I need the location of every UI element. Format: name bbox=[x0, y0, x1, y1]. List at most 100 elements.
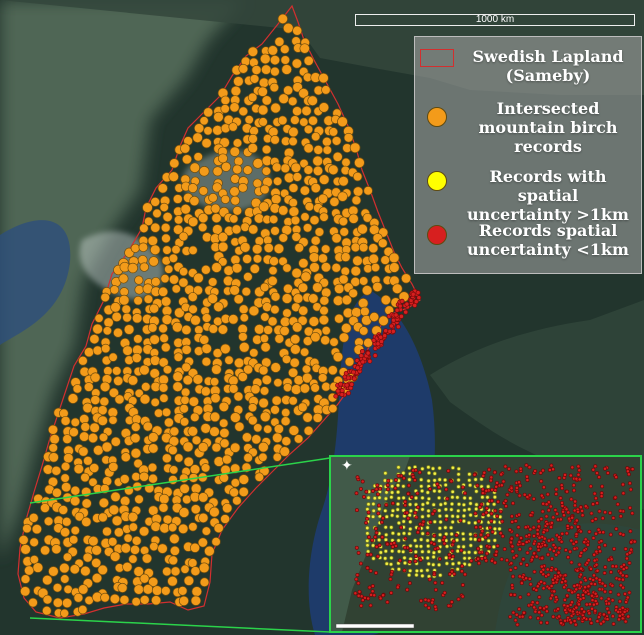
mountain-birch-record bbox=[280, 44, 290, 54]
inset-yellow-record bbox=[402, 555, 407, 560]
mountain-birch-record bbox=[350, 265, 362, 277]
inset-red-record bbox=[500, 519, 505, 524]
inset-red-record bbox=[612, 546, 617, 551]
mountain-birch-record bbox=[52, 583, 63, 593]
mountain-birch-record bbox=[280, 55, 291, 65]
inset-red-record bbox=[376, 511, 381, 516]
inset-yellow-record bbox=[420, 502, 425, 507]
mountain-birch-record bbox=[329, 337, 339, 347]
mountain-birch-record bbox=[229, 285, 240, 296]
mountain-birch-record bbox=[149, 244, 161, 256]
mountain-birch-record bbox=[128, 554, 138, 564]
mountain-birch-record bbox=[119, 474, 130, 485]
inset-yellow-record bbox=[396, 520, 401, 526]
mountain-birch-record bbox=[302, 372, 313, 384]
inset-red-record bbox=[510, 583, 515, 588]
inset-yellow-record bbox=[419, 484, 424, 489]
inset-red-record bbox=[395, 585, 400, 590]
mountain-birch-record bbox=[159, 393, 169, 403]
mountain-birch-record bbox=[200, 463, 211, 473]
mountain-birch-record bbox=[348, 288, 358, 299]
inset-red-record bbox=[528, 582, 533, 587]
mountain-birch-record bbox=[248, 305, 260, 317]
inset-yellow-record bbox=[419, 568, 424, 573]
inset-red-record bbox=[369, 592, 374, 597]
inset-red-record bbox=[365, 552, 370, 557]
mountain-birch-record bbox=[298, 305, 309, 316]
inset-red-record bbox=[500, 534, 505, 539]
mountain-birch-record bbox=[297, 402, 308, 413]
mountain-birch-record bbox=[292, 106, 303, 117]
inset-map[interactable]: ✦ bbox=[329, 455, 642, 633]
inset-yellow-record bbox=[474, 502, 479, 507]
inset-red-record bbox=[592, 491, 597, 496]
mountain-birch-record bbox=[334, 313, 344, 324]
mountain-birch-record bbox=[319, 212, 329, 222]
mountain-birch-record bbox=[173, 352, 184, 362]
mountain-birch-record bbox=[83, 347, 95, 358]
inset-red-record bbox=[530, 600, 535, 605]
inset-red-record bbox=[354, 577, 359, 582]
mountain-birch-record bbox=[281, 354, 292, 364]
inset-red-record bbox=[368, 603, 373, 608]
inset-red-record bbox=[592, 558, 597, 563]
inset-red-record bbox=[550, 593, 555, 598]
inset-yellow-record bbox=[420, 573, 425, 578]
inset-red-record bbox=[541, 530, 546, 535]
mountain-birch-record bbox=[83, 382, 94, 392]
mountain-birch-record bbox=[191, 435, 202, 446]
inset-yellow-record bbox=[437, 477, 442, 482]
inset-border bbox=[329, 455, 642, 633]
mountain-birch-record bbox=[209, 426, 220, 437]
mountain-birch-record bbox=[278, 205, 289, 216]
mountain-birch-record bbox=[317, 253, 328, 264]
inset-red-record bbox=[600, 581, 605, 586]
inset-red-record bbox=[405, 587, 410, 592]
inset-red-record bbox=[401, 476, 406, 481]
inset-red-record bbox=[412, 478, 417, 483]
inset-red-record bbox=[488, 525, 493, 530]
inset-red-record bbox=[402, 568, 407, 573]
inset-yellow-record bbox=[396, 532, 401, 537]
mountain-birch-record bbox=[229, 487, 239, 498]
mountain-birch-record bbox=[98, 497, 110, 509]
mountain-birch-record bbox=[229, 146, 240, 157]
inset-red-record bbox=[539, 579, 544, 584]
mountain-birch-record bbox=[233, 76, 244, 87]
inset-red-record bbox=[481, 473, 486, 478]
inset-red-record bbox=[621, 567, 626, 572]
mountain-birch-record bbox=[132, 313, 143, 324]
inset-red-record bbox=[628, 505, 633, 510]
mountain-birch-record bbox=[40, 545, 51, 556]
mountain-birch-record bbox=[177, 586, 188, 596]
inset-red-record bbox=[618, 571, 623, 576]
mountain-birch-record bbox=[309, 215, 320, 226]
mountain-birch-record bbox=[340, 266, 350, 276]
inset-yellow-record bbox=[365, 538, 370, 543]
mountain-birch-record bbox=[341, 157, 351, 168]
mountain-birch-record bbox=[273, 378, 283, 388]
mountain-birch-record bbox=[197, 222, 208, 233]
mountain-birch-record bbox=[321, 287, 332, 298]
inset-red-record bbox=[587, 611, 592, 616]
mountain-birch-record bbox=[123, 533, 133, 543]
mountain-birch-record bbox=[380, 294, 392, 306]
inset-yellow-record bbox=[426, 513, 431, 518]
inset-red-record bbox=[565, 593, 570, 598]
inset-yellow-record bbox=[413, 549, 418, 554]
mountain-birch-record bbox=[180, 395, 190, 405]
inset-red-record bbox=[499, 483, 504, 488]
inset-yellow-record bbox=[443, 507, 448, 512]
mountain-birch-record bbox=[100, 292, 110, 303]
spatial-uncertainty-under-1km-record bbox=[333, 393, 339, 399]
inset-red-record bbox=[594, 576, 599, 581]
mountain-birch-record bbox=[139, 393, 151, 405]
mountain-birch-record bbox=[211, 537, 221, 547]
inset-red-record bbox=[623, 547, 628, 551]
inset-red-record bbox=[521, 542, 526, 546]
mountain-birch-record bbox=[269, 82, 280, 93]
mountain-birch-record bbox=[218, 401, 230, 412]
mountain-birch-record bbox=[113, 375, 124, 386]
inset-red-record bbox=[503, 464, 508, 469]
mountain-birch-record bbox=[377, 238, 388, 249]
